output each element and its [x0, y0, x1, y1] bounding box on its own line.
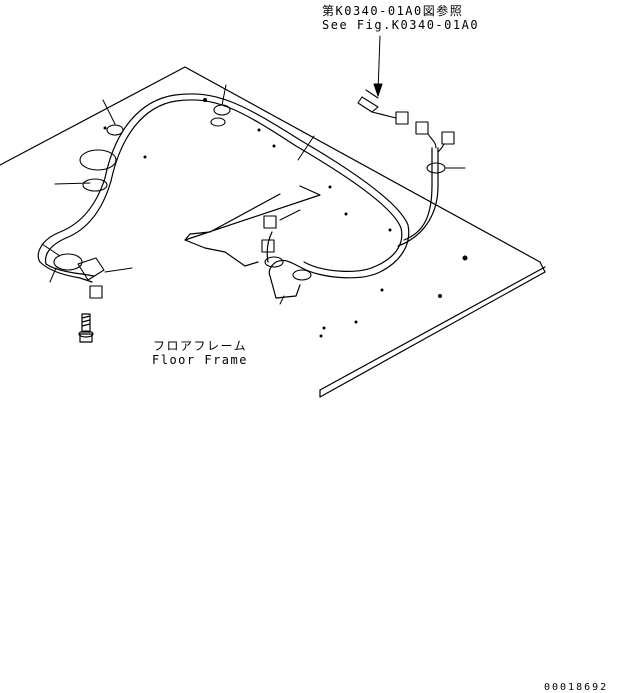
- bolt: [78, 313, 94, 343]
- floor-opening: [184, 185, 321, 267]
- harness-main: [37, 93, 439, 283]
- grommets: [53, 104, 446, 281]
- reference-note-japanese: 第K0340-01A0図参照: [322, 4, 464, 18]
- harness-branch: [266, 231, 303, 299]
- connectors: [89, 89, 455, 299]
- mounting-holes: [103, 98, 468, 338]
- drawing-number: 00018692: [544, 682, 609, 693]
- leader-lines: [41, 35, 466, 305]
- floor-frame-label-english: Floor Frame: [152, 353, 248, 367]
- floor-frame-label-japanese: フロアフレーム: [153, 339, 248, 353]
- reference-note-english: See Fig.K0340-01A0: [322, 18, 480, 32]
- floor-frame-plate: [0, 66, 546, 398]
